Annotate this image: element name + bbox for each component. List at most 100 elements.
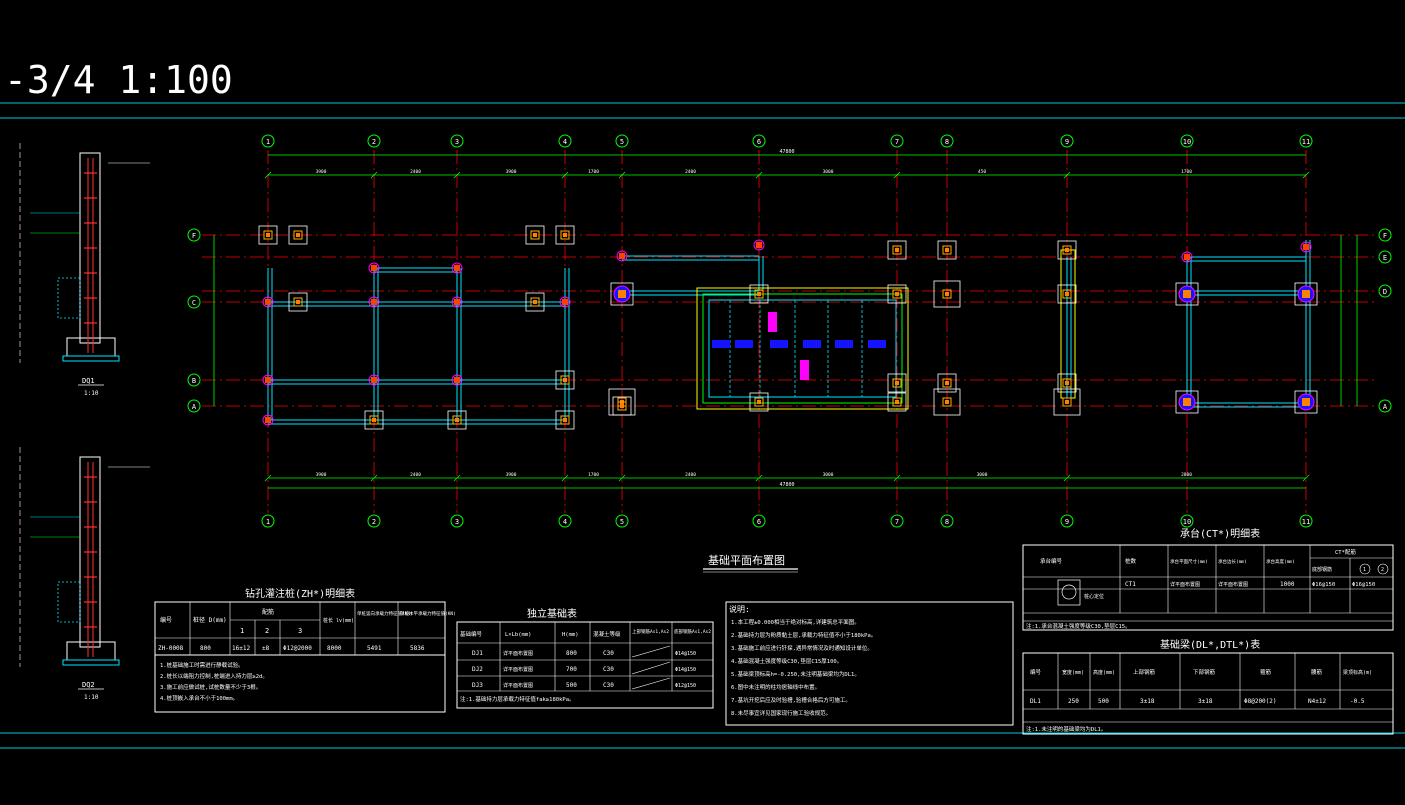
cap-h-4: 承台高度(mm) [1266, 558, 1295, 565]
beam-r-6: N4±12 [1308, 698, 1326, 705]
iso-h-0: 基础编号 [460, 630, 483, 638]
cap-r-0: CT1 [1125, 581, 1136, 588]
axis-label-top-9: 9 [1065, 138, 1069, 146]
beam-r-0: DL1 [1030, 698, 1041, 705]
iso-row-1-bottom: Φ14@150 [675, 667, 696, 673]
cap-2-core [533, 233, 537, 237]
pool-tag-4 [835, 340, 853, 348]
pool-tag-2 [770, 340, 788, 348]
cap-22-col [371, 377, 377, 383]
cap-43-core [1065, 381, 1069, 385]
beam-table: 基础梁(DL*,DTL*)表 编号 宽度(mm) 高度(mm) 上部钢筋 下部钢… [1022, 638, 1394, 735]
iso-row-1-grade: C30 [603, 666, 614, 673]
iso-row-2-h: 500 [566, 682, 577, 689]
cap-12-col [530, 297, 540, 307]
beam-r-1: 250 [1068, 698, 1079, 705]
cap-20-col [1302, 290, 1310, 298]
axis-bubble-top-11 [1299, 134, 1313, 148]
cap-37-footing [937, 240, 957, 260]
dim-seg-top-7: 1700 [1181, 169, 1192, 175]
cap-h-1: 桩数 [1125, 557, 1137, 565]
axis-label-left-F: F [192, 232, 196, 240]
beam-r-4: 3±18 [1198, 698, 1213, 705]
drawing-title: -3/4 1:100 [4, 58, 233, 102]
iso-row-2-bottom: Φ12@150 [675, 683, 696, 689]
cap-41-footing [887, 373, 907, 393]
axis-bubble-bottom-7 [890, 514, 904, 528]
beam-r-5: Φ8@200(2) [1244, 698, 1277, 705]
pile-note-1: 2.桩长以端阻力控制,桩端进入持力层≥2d。 [160, 672, 268, 680]
axis-label-bottom-6: 6 [757, 518, 761, 526]
dim-tick-top-8 [1302, 171, 1310, 179]
cap-15-core [757, 292, 761, 296]
iso-row-0-id: DJ1 [472, 650, 483, 657]
beam-table-title: 基础梁(DL*,DTL*)表 [1160, 638, 1260, 651]
axis-bubble-top-1 [261, 134, 275, 148]
pile-r-5: 8000 [327, 645, 342, 652]
cap-9-footing [288, 292, 308, 312]
pile-note-0: 1.桩基础施工时需进行静载试验。 [160, 661, 244, 669]
pile-table: 钻孔灌注桩(ZH*)明细表 编号 桩径 D(mm) 配筋 桩长 lv(mm) 单… [154, 587, 456, 713]
cap-30-core [757, 400, 761, 404]
cap-42-core [945, 381, 949, 385]
pile-note-3: 4.桩顶嵌入承台不小于100mm。 [160, 694, 238, 702]
cap-14-col [618, 290, 626, 298]
cap-32-core [945, 400, 949, 404]
axis-bubble-bottom-10 [1180, 514, 1194, 528]
pile-h-1: 桩径 D(mm) [193, 616, 227, 624]
note-item-6: 7.基坑开挖后应及时验槽,验槽合格后方可施工。 [731, 696, 851, 704]
cap-10-col [371, 299, 377, 305]
dim-seg-bottom-6: 3000 [977, 472, 988, 478]
pool-core [708, 299, 897, 398]
pool-tag-0 [712, 340, 730, 348]
iso-row-2-size: 详平面布置图 [503, 682, 533, 689]
section-dq1-pad [62, 355, 120, 362]
axis-label-bottom-4: 4 [563, 518, 567, 526]
cap-17-footing [933, 280, 961, 308]
cap-3-core [563, 233, 567, 237]
axis-label-right-A: A [1383, 403, 1388, 411]
dim-overall-text-bottom: 47800 [779, 482, 794, 488]
cap-8-pile [262, 296, 274, 308]
iso-h-2: H(mm) [562, 632, 579, 638]
cap-2-footing [525, 225, 545, 245]
cap-39-pile [1181, 251, 1193, 263]
cap-34-col [1183, 398, 1191, 406]
beam-h-0: 编号 [1030, 668, 1042, 676]
cap-21-col [265, 377, 271, 383]
axis-label-bottom-3: 3 [455, 518, 459, 526]
axis-bubble-bottom-2 [367, 514, 381, 528]
dim-tick-bottom-2 [453, 474, 461, 482]
cap-8-col [265, 299, 271, 305]
cap-31-col [892, 397, 902, 407]
cap-h-5: CT*配筋 [1335, 548, 1356, 556]
cap-28-footing [555, 410, 575, 430]
dim-tick-bottom-7 [1063, 474, 1071, 482]
cap-1-footing [288, 225, 308, 245]
pile-r-7: 5836 [410, 645, 425, 652]
cap-17-core [945, 292, 949, 296]
axis-bubble-top-9 [1060, 134, 1074, 148]
dim-seg-bottom-2: 3900 [506, 472, 517, 478]
cap-44-footing [612, 396, 632, 416]
cap-r-1: 详平面布置图 [1170, 581, 1200, 588]
axis-label-top-6: 6 [757, 138, 761, 146]
cap-38-col [1062, 245, 1072, 255]
pile-r-0: ZH-0008 [158, 645, 184, 652]
cap-35-col [1302, 398, 1310, 406]
dim-tick-top-7 [1063, 171, 1071, 179]
pool-tag-5 [868, 340, 886, 348]
axis-label-top-1: 1 [266, 138, 270, 146]
axis-label-bottom-2: 2 [372, 518, 376, 526]
cap-24-footing [555, 370, 575, 390]
cap-25-pile [262, 414, 274, 426]
cap-23-col [454, 377, 460, 383]
cap-37-core [945, 248, 949, 252]
dim-tick-bottom-8 [1302, 474, 1310, 482]
plan-title: 基础平面布置图 [708, 554, 785, 567]
iso-row-1-h: 700 [566, 666, 577, 673]
